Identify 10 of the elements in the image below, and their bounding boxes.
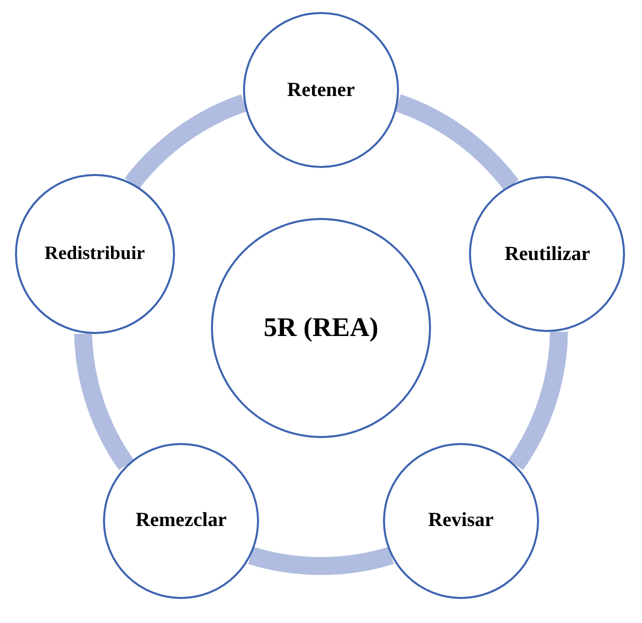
cycle-circle: Retener xyxy=(243,12,399,168)
ring-segment xyxy=(248,546,394,575)
cycle-circle: Redistribuir xyxy=(14,174,175,334)
cycle-circle: Revisar xyxy=(382,442,539,599)
cycle-circle: Remezclar xyxy=(103,442,260,599)
ring-segment xyxy=(508,330,568,470)
ring-segment xyxy=(74,332,134,470)
ring-segment xyxy=(394,94,518,192)
cycle-circle: Reutilizar xyxy=(469,176,626,332)
center-circle: 5R (REA) xyxy=(211,218,431,438)
